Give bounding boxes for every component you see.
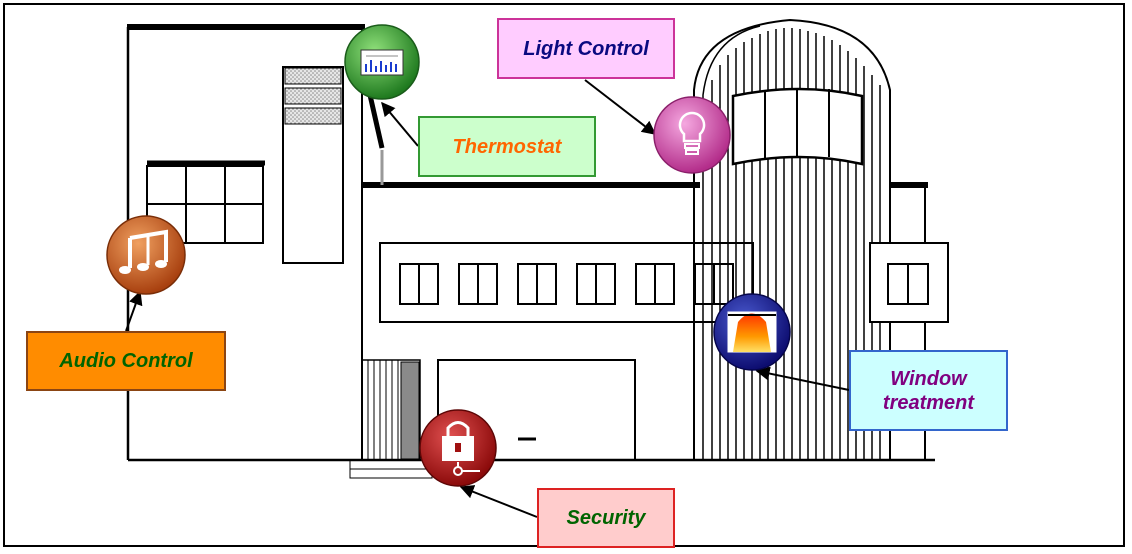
lightbulb-icon[interactable] — [653, 96, 731, 174]
light-control-label: Light Control — [497, 18, 675, 79]
thermostat-label: Thermostat — [418, 116, 596, 177]
cylinder-tower — [693, 18, 891, 460]
thermostat-icon[interactable] — [344, 24, 420, 100]
security-label: Security — [537, 488, 675, 548]
left-building — [126, 24, 365, 460]
arrow-audio — [125, 290, 143, 332]
callout-arrows — [125, 79, 850, 518]
light-control-text: Light Control — [523, 37, 649, 60]
arrow-light — [584, 79, 657, 135]
thermostat-pole — [367, 94, 385, 149]
music-note-icon[interactable] — [106, 215, 186, 295]
window-treatment-text-line1: Window — [890, 367, 967, 390]
right-building — [869, 182, 949, 460]
audio-control-label: Audio Control — [26, 331, 226, 391]
window-treatment-label: Window treatment — [849, 350, 1008, 431]
window-treatment-text-line2: treatment — [882, 391, 975, 414]
thermostat-text: Thermostat — [452, 135, 562, 158]
security-text: Security — [566, 507, 646, 529]
arrow-thermostat — [381, 101, 419, 147]
arrow-window — [755, 366, 850, 391]
audio-control-text: Audio Control — [59, 350, 193, 372]
middle-building — [128, 150, 935, 479]
lock-icon[interactable] — [419, 409, 497, 487]
window-blind-icon[interactable] — [713, 293, 791, 371]
arrow-security — [459, 485, 538, 518]
